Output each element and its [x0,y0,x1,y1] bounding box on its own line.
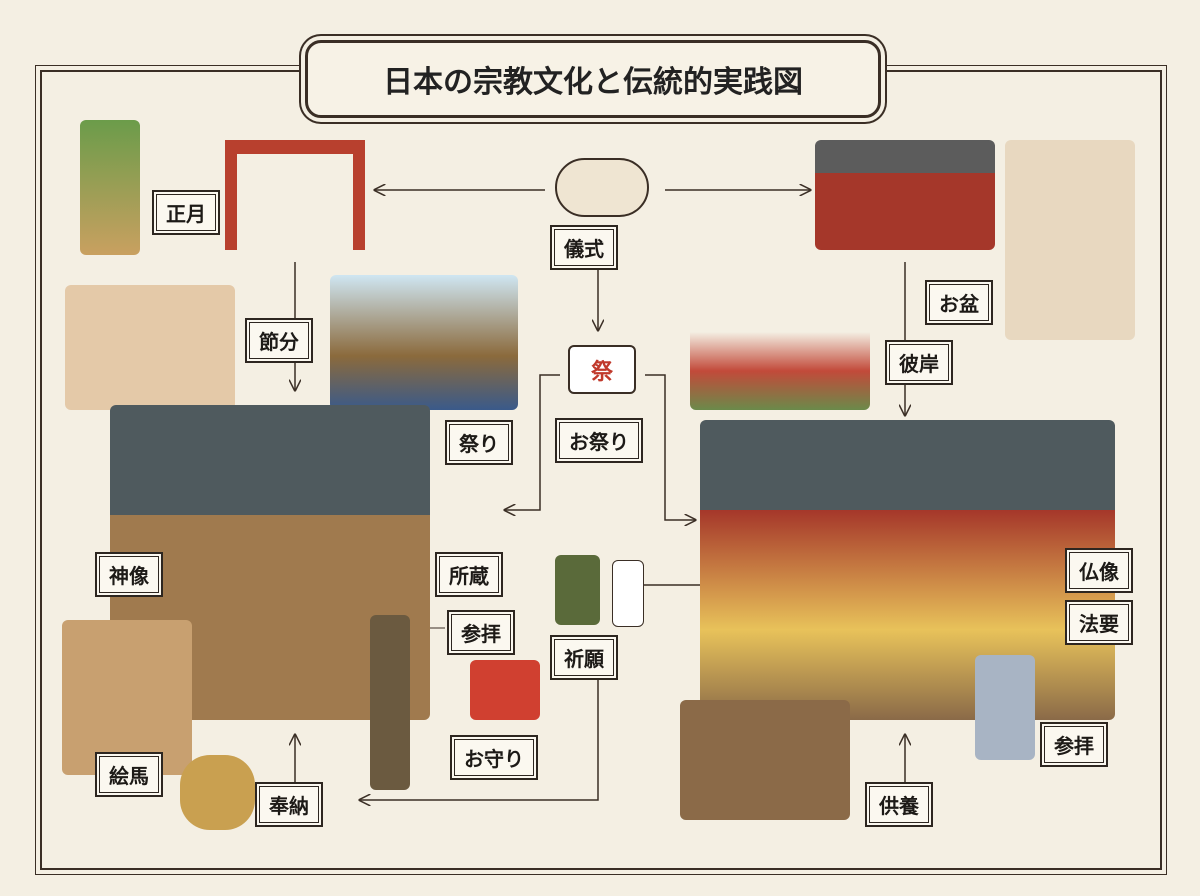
sake-barrels-illustration [180,755,255,830]
prayer-slip-illustration [612,560,644,627]
omamori-illustration [470,660,540,720]
label-obon: お盆 [925,280,993,325]
label-butsuzo: 仏像 [1065,548,1133,593]
torii-gate-illustration [225,140,365,250]
incense-illustration [555,555,600,625]
label-ema: 絵馬 [95,752,163,797]
setsubun-illustration [65,285,235,410]
label-kigan: 祈願 [550,635,618,680]
worshipper-illustration [370,615,410,790]
label-sanpai-right: 参拝 [1040,722,1108,767]
label-hono: 奉納 [255,782,323,827]
label-sanpai-left: 参拝 [447,610,515,655]
label-setsubun: 節分 [245,318,313,363]
label-omamori: お守り [450,735,538,780]
page-title: 日本の宗教文化と伝統的実践図 [305,40,881,118]
label-hoyo: 法要 [1065,600,1133,645]
label-omatsuri: お祭り [555,418,643,463]
lantern-icon: 祭 [568,345,636,394]
praying-woman-illustration [975,655,1035,760]
higan-graves-illustration [690,280,870,410]
label-kuyo: 供養 [865,782,933,827]
temple-gate-illustration [815,140,995,250]
festival-illustration [330,275,518,410]
kadomatsu-illustration [80,120,140,255]
obon-illustration [1005,140,1135,340]
label-shogatsu: 正月 [152,190,220,235]
label-higan: 彼岸 [885,340,953,385]
offering-illustration [680,700,850,820]
cloud-icon [555,158,649,217]
label-matsuri: 祭り [445,420,513,465]
label-gishiki: 儀式 [550,225,618,270]
ema-board-illustration [62,620,192,775]
temple-illustration [700,420,1115,720]
label-shozo: 所蔵 [435,552,503,597]
label-shinzo: 神像 [95,552,163,597]
